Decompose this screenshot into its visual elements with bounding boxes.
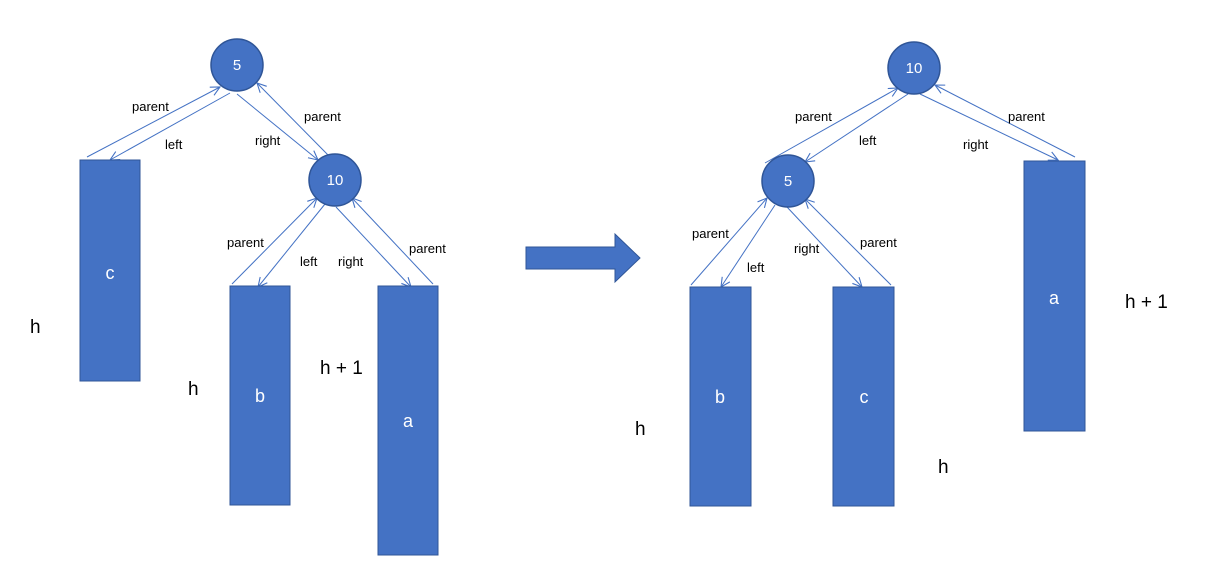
- after-tree: 10 5 b c a parent left parent right pare…: [635, 41, 1168, 507]
- label-parent: parent: [1008, 109, 1045, 124]
- edge-c-parent: [805, 199, 892, 286]
- edge-5-left: [721, 204, 776, 287]
- height-c: h: [30, 317, 41, 338]
- node-5: 5: [761, 154, 815, 208]
- label-right: right: [338, 254, 364, 269]
- edge-5-left: [110, 92, 231, 160]
- transition-arrow-icon: [525, 232, 641, 284]
- height-a: h + 1: [1125, 292, 1168, 313]
- label-parent: parent: [860, 235, 897, 250]
- edge-b-parent: [231, 198, 317, 285]
- subtree-c: c: [79, 159, 141, 382]
- edge-5-parent: [764, 88, 898, 164]
- label-parent: parent: [795, 109, 832, 124]
- subtree-b: b: [229, 285, 291, 506]
- subtree-b-label: b: [715, 387, 725, 407]
- node-10-label: 10: [906, 60, 923, 77]
- label-right: right: [255, 133, 281, 148]
- label-right: right: [794, 241, 820, 256]
- edge-a-parent: [352, 198, 434, 285]
- node-10-label: 10: [327, 172, 344, 189]
- height-b: h: [635, 419, 646, 440]
- label-left: left: [859, 133, 877, 148]
- subtree-c-label: c: [860, 387, 869, 407]
- before-tree: 5 10 c b a parent left parent right pare…: [30, 38, 446, 556]
- label-parent: parent: [409, 241, 446, 256]
- subtree-a-label: a: [1049, 288, 1060, 308]
- edge-10-right: [919, 93, 1058, 160]
- edge-c-parent: [86, 87, 220, 158]
- node-10: 10: [308, 153, 362, 207]
- node-5-label: 5: [784, 173, 792, 190]
- node-10: 10: [887, 41, 941, 95]
- edge-10-left: [805, 93, 909, 162]
- subtree-a: a: [1023, 160, 1086, 432]
- edge-a-parent: [935, 85, 1076, 158]
- height-a: h + 1: [320, 358, 363, 379]
- label-left: left: [747, 260, 765, 275]
- label-parent: parent: [227, 235, 264, 250]
- subtree-b: b: [689, 286, 752, 507]
- label-right: right: [963, 137, 989, 152]
- edge-10-left: [258, 203, 326, 287]
- label-left: left: [300, 254, 318, 269]
- height-c: h: [938, 457, 949, 478]
- subtree-c-label: c: [106, 263, 115, 283]
- edge-5-right: [236, 93, 318, 160]
- edge-5-right: [786, 206, 862, 287]
- subtree-a: a: [377, 285, 439, 556]
- node-5: 5: [210, 38, 264, 92]
- edge-b-parent: [690, 198, 767, 286]
- edge-10-right: [335, 206, 411, 287]
- label-parent: parent: [692, 226, 729, 241]
- label-parent: parent: [132, 99, 169, 114]
- subtree-a-label: a: [403, 411, 414, 431]
- subtree-b-label: b: [255, 386, 265, 406]
- subtree-c: c: [832, 286, 895, 507]
- node-5-label: 5: [233, 57, 241, 74]
- height-b: h: [188, 379, 199, 400]
- label-parent: parent: [304, 109, 341, 124]
- edge-10-parent: [257, 83, 331, 158]
- label-left: left: [165, 137, 183, 152]
